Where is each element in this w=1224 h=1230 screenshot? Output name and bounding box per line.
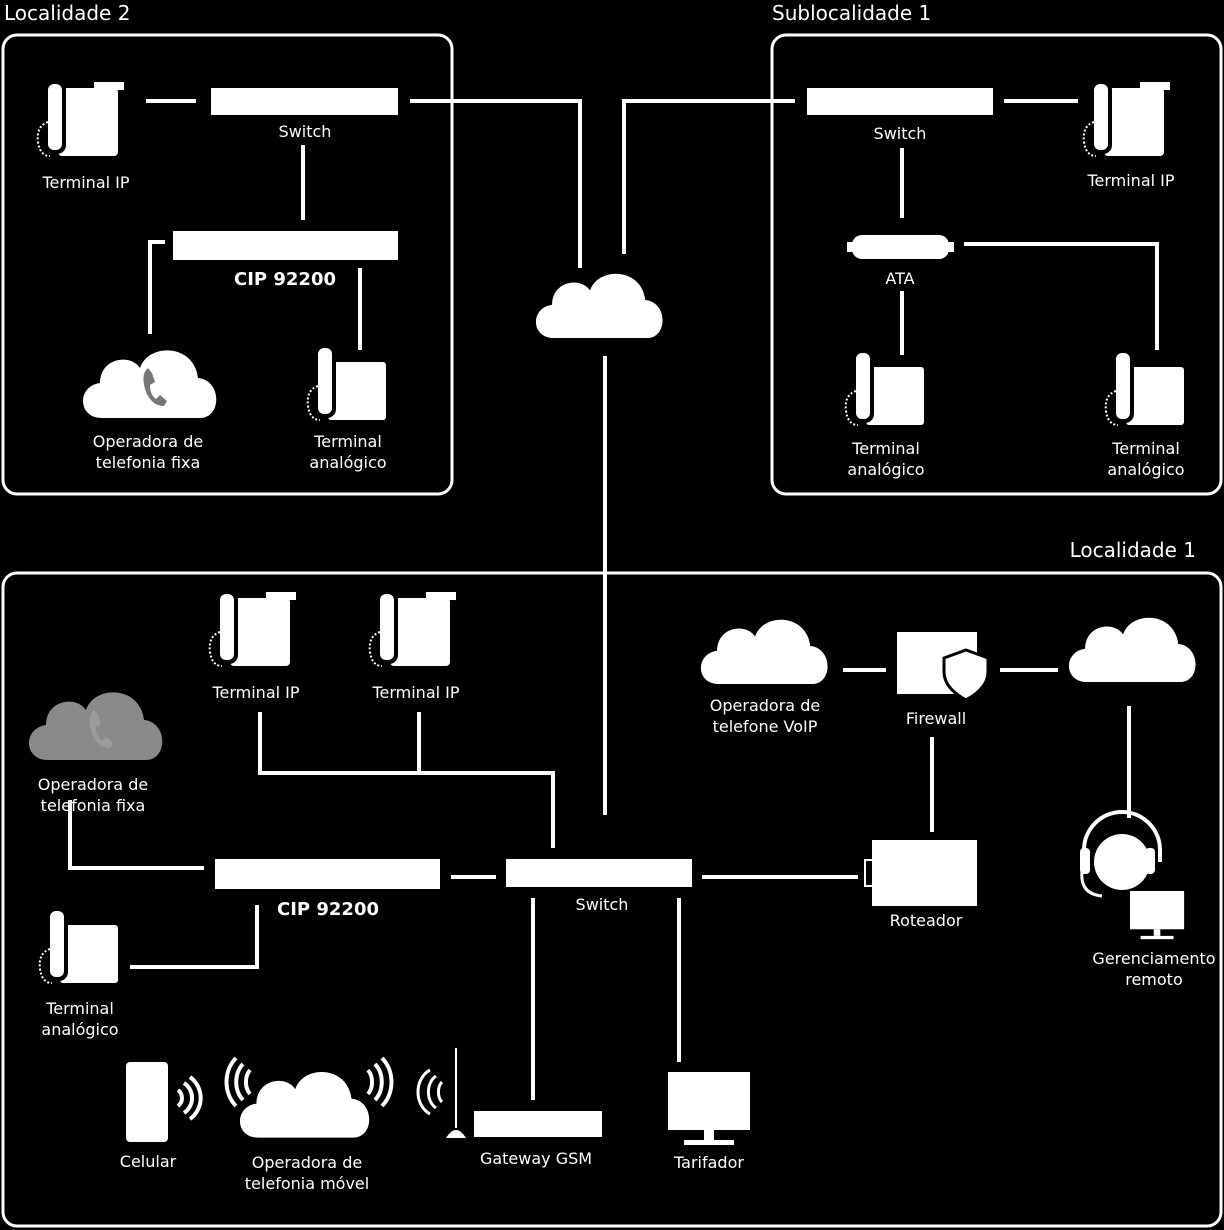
tarifador-label: Tarifador [673, 1153, 744, 1172]
cip-device [215, 859, 440, 889]
operadora-fixa-label-1: Operadora de [93, 432, 203, 451]
region-localidade1 [1, 571, 1223, 1228]
gerenciamento-label-1: Gerenciamento [1092, 949, 1215, 968]
cloud-icon [224, 1056, 394, 1138]
terminal-ip-label: Terminal IP [371, 683, 459, 702]
switch-label: Switch [279, 122, 332, 141]
ip-phone-icon [1082, 79, 1171, 157]
roteador-label: Roteador [890, 911, 963, 930]
firewall-label: Firewall [906, 709, 966, 728]
cloud-icon [28, 692, 163, 760]
terminal-ip-label: Terminal IP [41, 173, 129, 192]
operadora-voip-label-2: telefone VoIP [713, 717, 818, 736]
switch-label: Switch [576, 895, 629, 914]
operadora-fixa-label-2: telefonia fixa [41, 796, 146, 815]
analog-phone-icon [844, 348, 925, 426]
terminal-analogico-label-2: analógico [1107, 460, 1184, 479]
gateway-gsm-label: Gateway GSM [480, 1149, 592, 1168]
ata-device [852, 235, 949, 259]
ip-phone-icon [36, 79, 125, 157]
switch-label: Switch [874, 124, 927, 143]
mobile-phone-icon [126, 1062, 203, 1142]
switch-device [506, 859, 692, 887]
analog-phone-icon [1104, 348, 1185, 426]
cloud-icon [535, 273, 663, 338]
terminal-analogico-label-1: Terminal [45, 999, 114, 1018]
region-title-sublocalidade1: Sublocalidade 1 [772, 1, 931, 25]
switch-device [807, 88, 993, 115]
ip-phone-icon [368, 589, 457, 667]
cip-label: CIP 92200 [234, 269, 336, 290]
operadora-voip-label-1: Operadora de [710, 696, 820, 715]
ata-port-left [847, 242, 853, 252]
gerenciamento-label-2: remoto [1125, 970, 1183, 989]
cloud-icon [700, 619, 828, 684]
terminal-analogico-label-1: Terminal [1111, 439, 1180, 458]
cip-device [173, 231, 398, 260]
ata-port-right [948, 242, 954, 252]
firewall-device [897, 632, 990, 702]
ata-label: ATA [885, 269, 914, 288]
headset-icon [1080, 810, 1162, 898]
terminal-analogico-label-1: Terminal [851, 439, 920, 458]
operadora-fixa-label-2: telefonia fixa [96, 453, 201, 472]
router-device [864, 840, 977, 906]
analog-phone-icon [306, 343, 387, 421]
operadora-movel-label-1: Operadora de [252, 1153, 362, 1172]
cloud-icon [1068, 617, 1196, 682]
terminal-ip-label: Terminal IP [1086, 171, 1174, 190]
switch-device [211, 88, 398, 115]
region-sublocalidade1 [770, 33, 1223, 496]
terminal-analogico-label-2: analógico [309, 453, 386, 472]
monitor-icon [1130, 891, 1185, 940]
antenna-icon [416, 1048, 466, 1138]
operadora-fixa-label-1: Operadora de [38, 775, 148, 794]
region-title-localidade1: Localidade 1 [1070, 538, 1196, 562]
analog-phone-icon [38, 906, 119, 984]
terminal-analogico-label-1: Terminal [313, 432, 382, 451]
celular-label: Celular [120, 1152, 177, 1171]
region-localidade2 [1, 33, 454, 496]
monitor-icon [668, 1072, 750, 1145]
region-title-localidade2: Localidade 2 [4, 1, 130, 25]
terminal-analogico-label-2: analógico [847, 460, 924, 479]
terminal-analogico-label-2: analógico [41, 1020, 118, 1039]
gateway-gsm-device [474, 1111, 602, 1137]
cloud-icon [82, 350, 217, 418]
terminal-ip-label: Terminal IP [211, 683, 299, 702]
operadora-movel-label-2: telefonia móvel [245, 1174, 369, 1193]
connection-lines [68, 99, 1159, 1100]
cip-label: CIP 92200 [277, 899, 379, 920]
ip-phone-icon [208, 589, 297, 667]
